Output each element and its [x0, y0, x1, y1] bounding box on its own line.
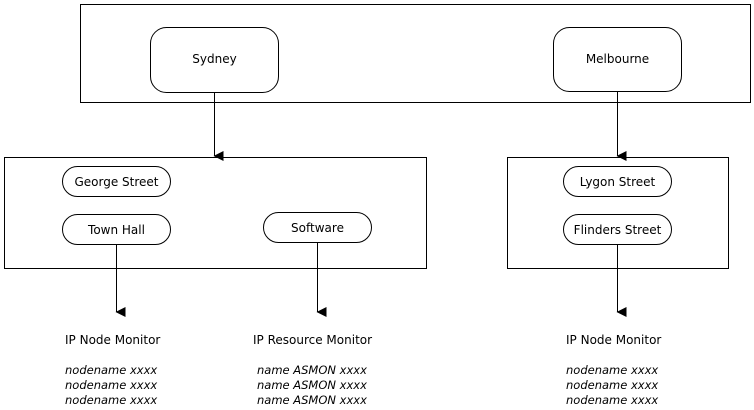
node-lygon-street-label: Lygon Street — [580, 175, 656, 189]
node-george-street-label: George Street — [74, 175, 158, 189]
monitor-entry: name ASMON xxxx — [257, 393, 367, 407]
node-software[interactable]: Software — [263, 212, 372, 243]
monitor-entry: nodename xxxx — [65, 363, 157, 377]
monitor-sydney-node: IP Node Monitor nodename xxxx nodename x… — [65, 333, 160, 407]
node-flinders-street[interactable]: Flinders Street — [563, 214, 672, 245]
monitor-melbourne-node: IP Node Monitor nodename xxxx nodename x… — [566, 333, 661, 407]
node-flinders-street-label: Flinders Street — [574, 223, 662, 237]
monitor-entry: nodename xxxx — [566, 393, 658, 407]
node-melbourne[interactable]: Melbourne — [553, 27, 682, 92]
monitor-title: IP Resource Monitor — [253, 333, 372, 347]
monitor-entry: nodename xxxx — [65, 393, 157, 407]
monitor-entry: nodename xxxx — [566, 378, 658, 392]
node-george-street[interactable]: George Street — [62, 166, 171, 197]
top-region-box — [80, 4, 751, 103]
monitor-entry: nodename xxxx — [566, 363, 658, 377]
monitor-entry: name ASMON xxxx — [257, 363, 367, 377]
monitor-title: IP Node Monitor — [65, 333, 160, 347]
node-sydney[interactable]: Sydney — [150, 27, 279, 93]
sydney-group-box — [4, 157, 427, 269]
node-lygon-street[interactable]: Lygon Street — [563, 166, 672, 197]
node-software-label: Software — [291, 221, 344, 235]
monitor-title: IP Node Monitor — [566, 333, 661, 347]
monitor-entry: name ASMON xxxx — [257, 378, 367, 392]
node-town-hall[interactable]: Town Hall — [62, 214, 171, 245]
node-sydney-label: Sydney — [192, 52, 236, 66]
node-melbourne-label: Melbourne — [586, 52, 649, 66]
monitor-entry: nodename xxxx — [65, 378, 157, 392]
monitor-sydney-resource: IP Resource Monitor name ASMON xxxx name… — [253, 333, 372, 407]
node-town-hall-label: Town Hall — [87, 223, 145, 237]
